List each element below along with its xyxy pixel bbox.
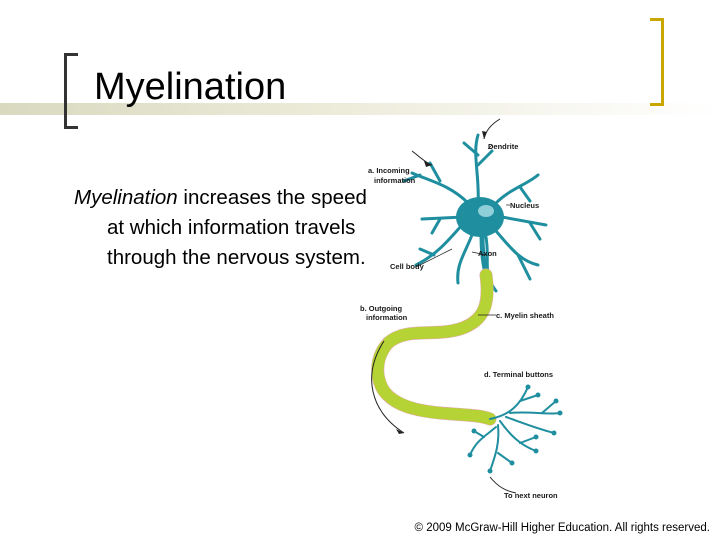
body-paragraph: Myelination increases the speed at which…: [74, 183, 377, 273]
right-bracket-decoration: [650, 18, 664, 106]
label-outgoing-1: b. Outgoing: [360, 304, 402, 313]
body-rest: increases the speed at which information…: [107, 186, 367, 269]
title-band: [0, 103, 720, 115]
label-incoming-2: information: [374, 176, 416, 185]
nucleus: [478, 205, 494, 217]
label-terminal-buttons: d. Terminal buttons: [484, 370, 553, 379]
label-outgoing-2: information: [366, 313, 408, 322]
left-bracket-decoration: [64, 53, 78, 129]
arrow-heads: [396, 131, 487, 434]
terminal-buttons: [467, 384, 563, 474]
slide-title: Myelination: [94, 66, 287, 108]
body-emphasis: Myelination: [74, 186, 178, 209]
label-dendrite: Dendrite: [488, 142, 518, 151]
neuron-diagram: Dendrite a. Incoming information Nucleus…: [360, 115, 580, 505]
cell-body: [456, 197, 504, 237]
label-cell-body: Cell body: [390, 262, 425, 271]
terminal-branches: [469, 386, 561, 472]
label-incoming-1: a. Incoming: [368, 166, 410, 175]
myelinated-axon: [371, 268, 497, 426]
label-myelin-sheath: c. Myelin sheath: [496, 311, 554, 320]
label-nucleus: Nucleus: [510, 201, 539, 210]
leader-lines: [415, 144, 510, 316]
neuron-svg: Dendrite a. Incoming information Nucleus…: [360, 118, 563, 500]
copyright-notice: © 2009 McGraw-Hill Higher Education. All…: [414, 522, 710, 534]
label-next-neuron: To next neuron: [504, 491, 558, 500]
label-axon: Axon: [478, 249, 497, 258]
dendrites: [402, 133, 548, 293]
